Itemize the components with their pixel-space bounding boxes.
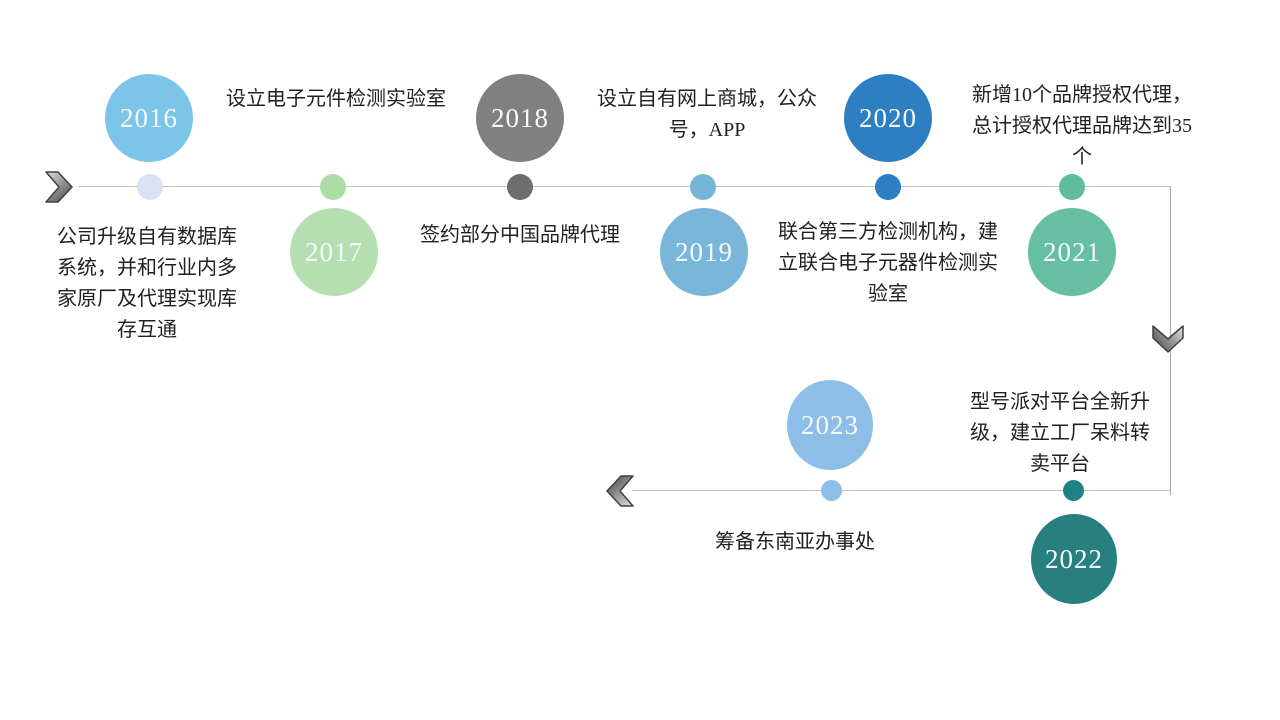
timeline-dot-2016 — [137, 174, 163, 200]
year-label: 2020 — [859, 102, 917, 133]
year-circle-2022[interactable]: 2022 — [1031, 514, 1117, 604]
year-circle-2021[interactable]: 2021 — [1028, 208, 1116, 296]
event-description-2023: 筹备东南亚办事处 — [715, 531, 875, 553]
year-label: 2016 — [120, 102, 178, 133]
event-description-2021: 新增10个品牌授权代理， 总计授权代理品牌达到35 个 — [972, 84, 1192, 168]
timeline-dot-2023 — [821, 480, 842, 501]
event-description-2017: 设立电子元件检测实验室 — [226, 88, 446, 110]
year-label: 2021 — [1043, 236, 1101, 267]
year-circle-2018[interactable]: 2018 — [476, 74, 564, 162]
timeline-dot-2022 — [1063, 480, 1084, 501]
event-description-2019: 设立自有网上商城，公众 号，APP — [597, 88, 817, 141]
timeline-dot-2020 — [875, 174, 901, 200]
timeline-dot-2019 — [690, 174, 716, 200]
year-circle-2017[interactable]: 2017 — [290, 208, 378, 296]
event-description-2018: 签约部分中国品牌代理 — [420, 224, 620, 246]
year-label: 2022 — [1045, 543, 1103, 574]
event-description-2016: 公司升级自有数据库 系统，并和行业内多 家原厂及代理实现库 存互通 — [57, 226, 237, 341]
timeline-dot-2017 — [320, 174, 346, 200]
year-label: 2023 — [801, 409, 859, 440]
timeline-line-bottom — [632, 490, 1171, 491]
chevron-left-icon — [606, 475, 634, 507]
timeline-dot-2021 — [1059, 174, 1085, 200]
event-description-2022: 型号派对平台全新升 级，建立工厂呆料转 卖平台 — [970, 391, 1150, 475]
year-circle-2016[interactable]: 2016 — [105, 74, 193, 162]
event-description-2020: 联合第三方检测机构，建 立联合电子元器件检测实 验室 — [778, 221, 998, 305]
year-circle-2020[interactable]: 2020 — [844, 74, 932, 162]
year-circle-2023[interactable]: 2023 — [787, 380, 873, 470]
timeline-dot-2018 — [507, 174, 533, 200]
chevron-down-icon — [1152, 325, 1184, 353]
timeline-line-top — [78, 186, 1171, 187]
year-circle-2019[interactable]: 2019 — [660, 208, 748, 296]
chevron-right-icon — [45, 171, 73, 203]
year-label: 2018 — [491, 102, 549, 133]
year-label: 2019 — [675, 236, 733, 267]
year-label: 2017 — [305, 236, 363, 267]
